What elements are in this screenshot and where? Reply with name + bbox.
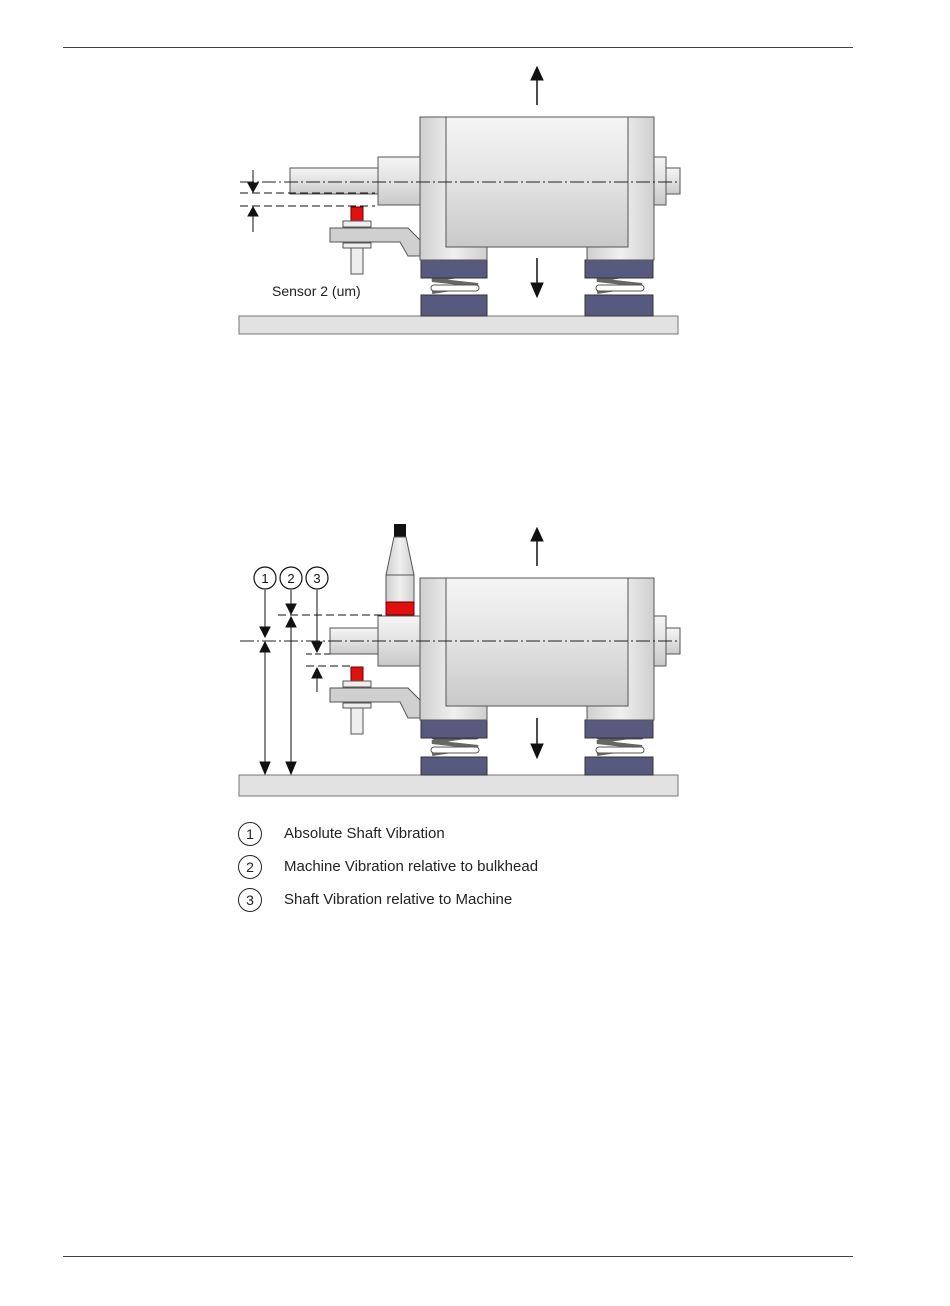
base-plate: [239, 316, 678, 334]
figure-absolute-vibration: 1 2 3: [0, 515, 950, 805]
marker-2-label: 2: [287, 571, 294, 586]
left-spring-mount-2: [421, 720, 487, 775]
right-spring-mount-2: [585, 720, 653, 775]
sensor-label: Sensor 2 (um): [272, 283, 361, 299]
diagram-1-svg: Sensor 2 (um): [0, 60, 950, 345]
legend-item: 3 Shaft Vibration relative to Machine: [238, 883, 538, 916]
legend-text: Absolute Shaft Vibration: [284, 825, 445, 842]
base-plate-2: [239, 775, 678, 796]
legend-number: 3: [238, 888, 262, 912]
header-rule: [63, 47, 853, 48]
marker-1: 1: [254, 567, 276, 589]
marker-2: 2: [280, 567, 302, 589]
figure-relative-vibration: Sensor 2 (um): [0, 60, 950, 345]
legend-number: 2: [238, 855, 262, 879]
legend-number: 1: [238, 822, 262, 846]
footer-rule: [63, 1256, 853, 1257]
marker-3-label: 3: [313, 571, 320, 586]
diagram-2-svg: 1 2 3: [0, 515, 950, 805]
legend-text: Shaft Vibration relative to Machine: [284, 891, 512, 908]
legend: 1 Absolute Shaft Vibration 2 Machine Vib…: [238, 817, 538, 916]
velocity-probe: [386, 524, 414, 615]
right-spring-mount: [585, 260, 653, 316]
marker-3: 3: [306, 567, 328, 589]
shaft: [290, 168, 378, 194]
marker-1-label: 1: [261, 571, 268, 586]
legend-text: Machine Vibration relative to bulkhead: [284, 858, 538, 875]
left-spring-mount: [421, 260, 487, 316]
sensor-bracket: [330, 228, 420, 256]
legend-item: 1 Absolute Shaft Vibration: [238, 817, 538, 850]
motor-body-2: [446, 578, 628, 706]
legend-item: 2 Machine Vibration relative to bulkhead: [238, 850, 538, 883]
